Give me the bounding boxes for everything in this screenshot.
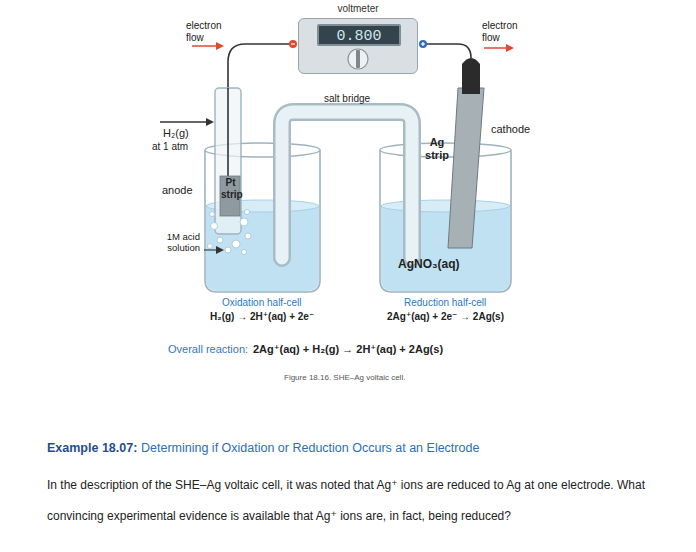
overall-reaction: 2Ag⁺(aq) + H₂(g) → 2H⁺(aq) + 2Ag(s): [253, 343, 443, 356]
positive-terminal: [419, 40, 427, 48]
electron-flow-arrow: [192, 45, 222, 47]
gas-inlet-arrow: [160, 121, 212, 122]
half-cell-title: Reduction half-cell: [404, 297, 486, 309]
right-beaker: [380, 143, 511, 292]
voltmeter-box: voltmeter0.800: [298, 18, 418, 74]
negative-terminal: [289, 40, 297, 48]
flow-label: electron flow: [482, 20, 526, 43]
half-reaction: H₂(g) → 2H⁺(aq) + 2e⁻: [210, 311, 314, 323]
electrode-role: anode: [162, 184, 193, 197]
electrode-clip: [462, 58, 480, 94]
part-label: salt bridge: [324, 93, 370, 105]
salt-bridge: [282, 112, 412, 258]
example-title: Determining if Oxidation or Reduction Oc…: [141, 441, 479, 455]
solution-label: AgNO₃(aq): [398, 258, 460, 272]
flow-label: electron flow: [186, 20, 230, 43]
half-reaction: 2Ag⁺(aq) + 2e⁻ → 2Ag(s): [387, 311, 504, 323]
figure-caption: Figure 18.16. SHE–Ag voltaic cell.: [284, 373, 405, 382]
reaction-title: Overall reaction:: [168, 343, 248, 356]
example-body: In the description of the SHE–Ag voltaic…: [47, 470, 659, 532]
gas-label: H₂(g): [163, 127, 189, 140]
ag-strip: [448, 88, 484, 248]
wire: [228, 44, 291, 88]
electrode-label: Pt strip: [221, 177, 240, 200]
leader-arrow: [204, 249, 222, 250]
gas-condition: at 1 atm: [152, 141, 188, 153]
solution-label: 1M acid solution: [150, 232, 200, 254]
electrode-role: cathode: [491, 123, 530, 136]
wire: [425, 44, 471, 58]
instrument-label: voltmeter: [299, 3, 417, 14]
electron-flow-arrow: [484, 47, 512, 49]
example-number: Example 18.07:: [47, 441, 137, 455]
voltmeter-display: 0.800: [317, 24, 401, 46]
display-reading: 0.800: [319, 28, 399, 45]
electrode-label: Ag strip: [422, 136, 452, 161]
pt-strip: [220, 176, 240, 216]
hydrogen-tube: [215, 88, 241, 234]
half-cell-title: Oxidation half-cell: [222, 297, 301, 309]
hydrogen-bubbles: [208, 210, 252, 255]
